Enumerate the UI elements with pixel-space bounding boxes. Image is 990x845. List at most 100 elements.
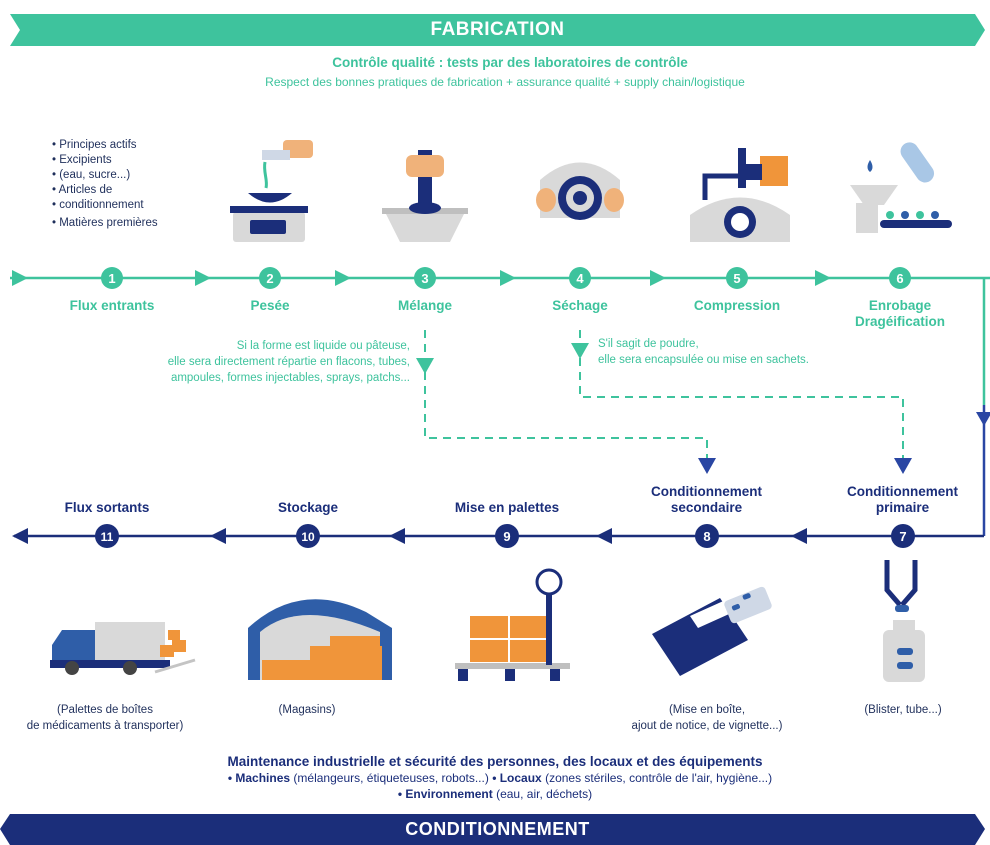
flow-arrow-icon (195, 270, 211, 286)
dryer-icon (536, 162, 624, 220)
fabrication-banner (10, 14, 985, 46)
delivery-truck-icon (50, 622, 196, 675)
quality-control-subtitle: Contrôle qualité : tests par des laborat… (332, 55, 688, 70)
machines-keyword: • Machines (227, 771, 291, 785)
maintenance-title: Maintenance industrielle et sécurité des… (227, 754, 763, 769)
step-circle-5 (726, 267, 748, 289)
step-circle-2 (259, 267, 281, 289)
flow-arrow-icon (650, 270, 666, 286)
step-circle-9 (495, 524, 519, 548)
conditionnement-title: CONDITIONNEMENT (405, 819, 590, 839)
flow-arrow-icon (791, 528, 807, 544)
input-item: • Matières premières (52, 217, 158, 229)
step-label-5: Compression (693, 298, 781, 313)
step-number: 11 (101, 530, 114, 544)
maintenance-line-2: • Environnement (eau, air, déchets) (0, 787, 990, 801)
flow-arrow-icon (596, 528, 612, 544)
coating-machine-icon (850, 142, 952, 233)
locaux-text: (zones stériles, contrôle de l'air, hygi… (541, 771, 773, 785)
caption-line: (Blister, tube...) (864, 704, 942, 716)
input-item: • Articles de (52, 184, 113, 196)
flow-arrow-icon (389, 528, 405, 544)
step-label-10: Stockage (277, 500, 339, 515)
down-arrow-icon (416, 358, 434, 374)
caption-line: de médicaments à transporter) (26, 720, 184, 732)
step-label-7: Conditionnement primaire (840, 484, 965, 516)
step-label-9: Mise en palettes (454, 500, 560, 515)
step-label-6: Enrobage Dragéification (840, 298, 960, 330)
input-item: • (eau, sucre...) (52, 169, 131, 181)
step-circle-3 (414, 267, 436, 289)
conditionnement-banner (0, 814, 985, 845)
step-circle-10 (296, 524, 320, 548)
step-circle-6 (889, 267, 911, 289)
fabrication-title: FABRICATION (430, 19, 565, 40)
step-label-11: Flux sortants (64, 500, 150, 515)
down-arrow-icon (976, 412, 990, 426)
step-circle-7 (891, 524, 915, 548)
caption-storage: (Magasins) (262, 702, 352, 718)
machines-text: (mélangeurs, étiqueteuses, robots...) (290, 771, 493, 785)
inputs-list: • Principes actifs • Excipients • (eau, … (52, 138, 158, 231)
step-number: 9 (503, 529, 510, 544)
step-label-8-line2: secondaire (670, 500, 743, 515)
step-label-1: Flux entrants (69, 298, 155, 313)
note-line: Si la forme est liquide ou pâteuse, (236, 340, 410, 352)
down-arrow-icon (571, 343, 589, 359)
step-number: 8 (703, 529, 710, 544)
caption-secondary: (Mise en boîte, ajout de notice, de vign… (612, 702, 802, 734)
step-label-8-line1: Conditionnement (651, 484, 762, 499)
flow-arrow-icon (210, 528, 226, 544)
step-number: 4 (576, 271, 584, 286)
compression-press-icon (690, 148, 790, 242)
input-item: • Excipients (52, 154, 112, 166)
step-label-7-line2: primaire (875, 500, 930, 515)
caption-line: ajout de notice, de vignette...) (631, 720, 783, 732)
flow-arrow-icon (335, 270, 351, 286)
liquid-note: Si la forme est liquide ou pâteuse, elle… (132, 338, 410, 386)
flow-arrow-icon (12, 270, 28, 286)
environment-keyword: • Environnement (397, 787, 493, 801)
step-number: 2 (266, 271, 273, 286)
step-number: 3 (421, 271, 428, 286)
powder-path (579, 330, 904, 462)
mixer-icon (382, 150, 468, 242)
input-item: • Principes actifs (52, 139, 137, 151)
caption-primary: (Blister, tube...) (848, 702, 958, 718)
pallet-scale-icon (455, 568, 570, 681)
note-line: S'il sagit de poudre, (598, 338, 699, 350)
step-label-4: Séchage (552, 298, 608, 313)
caption-line: (Magasins) (278, 704, 336, 716)
note-line: elle sera encapsulée ou mise en sachets. (598, 354, 809, 366)
step-number: 10 (301, 530, 315, 544)
environment-text: (eau, air, déchets) (492, 787, 593, 801)
down-arrow-icon (698, 458, 716, 474)
warehouse-icon (248, 599, 392, 680)
caption-line: (Palettes de boîtes (57, 704, 153, 716)
step-label-2: Pesée (250, 298, 290, 313)
step-number: 6 (896, 271, 903, 286)
flow-arrow-icon (815, 270, 831, 286)
powder-note: S'il sagit de poudre, elle sera encapsul… (598, 336, 858, 368)
step-circle-4 (569, 267, 591, 289)
step-circle-1 (101, 267, 123, 289)
scale-icon (230, 140, 313, 242)
medicine-box-icon (652, 586, 772, 676)
caption-outgoing: (Palettes de boîtes de médicaments à tra… (20, 702, 190, 734)
input-item: • conditionnement (52, 199, 144, 211)
note-line: ampoules, formes injectables, sprays, pa… (170, 372, 410, 384)
good-practices-tagline: Respect des bonnes pratiques de fabricat… (265, 75, 745, 89)
locaux-keyword: • Locaux (492, 771, 542, 785)
blister-bottle-icon (883, 560, 925, 682)
step-label-3: Mélange (397, 298, 452, 313)
maintenance-line-1: • Machines (mélangeurs, étiqueteuses, ro… (0, 771, 990, 785)
down-arrow-icon (894, 458, 912, 474)
flow-arrow-icon (12, 528, 28, 544)
flow-arrow-icon (500, 270, 516, 286)
step-circle-11 (95, 524, 119, 548)
step-number: 1 (108, 271, 115, 286)
step-label-8: Conditionnement secondaire (624, 484, 789, 516)
caption-line: (Mise en boîte, (668, 704, 746, 716)
step-label-7-line1: Conditionnement (847, 484, 958, 499)
